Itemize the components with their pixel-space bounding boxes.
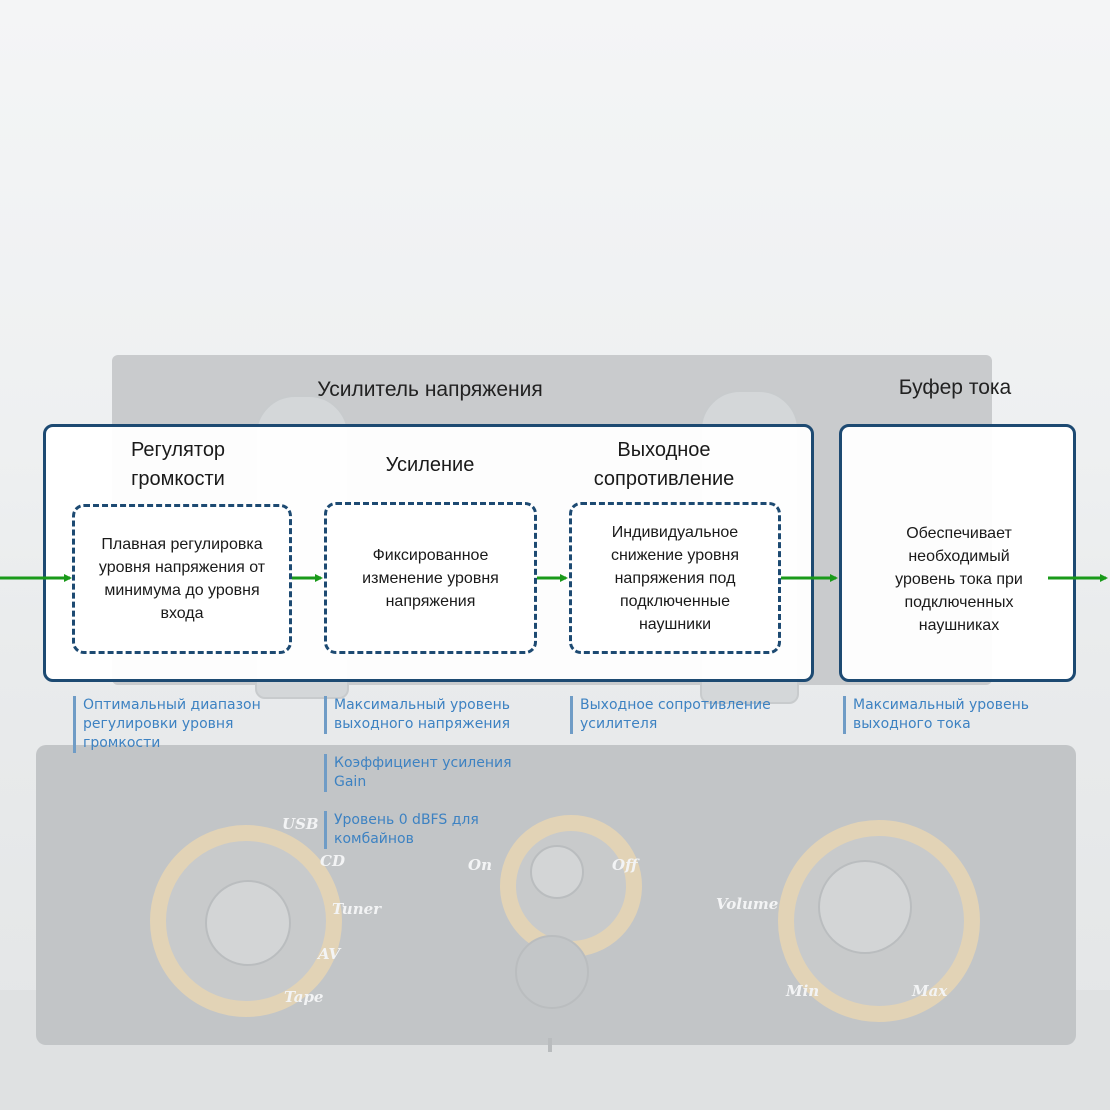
param-output-impedance: Выходное сопротивление усилителя xyxy=(570,696,795,734)
current-buffer-description: Обеспечивает необходимый уровень тока пр… xyxy=(895,524,1023,634)
param-volume-range: Оптимальный диапазон регулировки уровня … xyxy=(73,696,283,753)
current-buffer-title: Буфер тока xyxy=(898,376,1012,399)
output-impedance-block: Индивидуальное снижение уровня напряжени… xyxy=(569,502,781,654)
param-0dbfs-level: Уровень 0 dBFS для комбайнов xyxy=(324,811,539,849)
current-buffer-box xyxy=(839,424,1076,682)
volume-control-block: Плавная регулировка уровня напряжения от… xyxy=(72,504,292,654)
volume-control-heading: Регулятор громкости xyxy=(78,436,278,494)
gain-heading: Усиление xyxy=(385,454,475,476)
voltage-amplifier-title: Усилитель напряжения xyxy=(317,378,543,401)
output-impedance-heading-line2: сопротивление xyxy=(593,468,735,490)
volume-control-heading-line2: громкости xyxy=(131,468,225,490)
volume-control-heading-line1: Регулятор xyxy=(130,439,226,461)
param-max-output-voltage: Максимальный уровень выходного напряжени… xyxy=(324,696,539,734)
param-max-output-current: Максимальный уровень выходного тока xyxy=(843,696,1068,734)
param-gain-coefficient: Коэффициент усиления Gain xyxy=(324,754,539,792)
gain-block: Фиксированное изменение уровня напряжени… xyxy=(324,502,537,654)
output-impedance-heading: Выходное сопротивление xyxy=(564,436,764,494)
output-impedance-heading-line1: Выходное xyxy=(617,439,711,461)
